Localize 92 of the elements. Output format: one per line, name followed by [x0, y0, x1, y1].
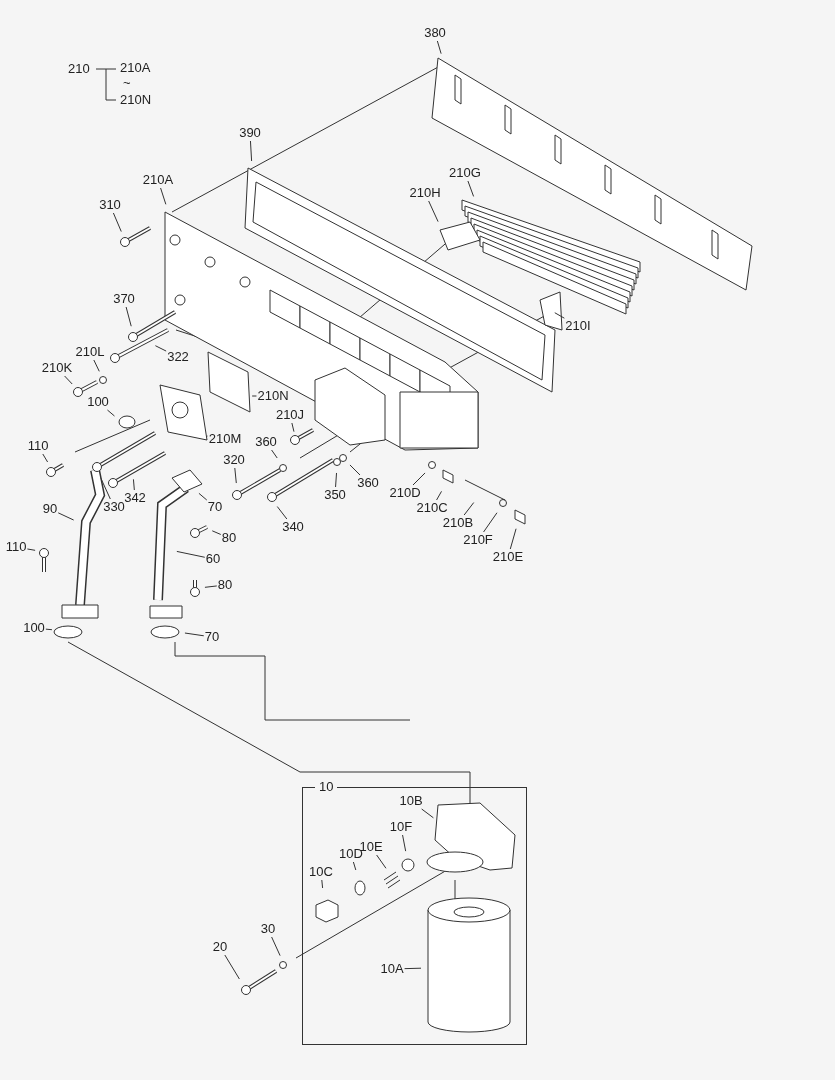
- callout-number: 60: [205, 552, 221, 566]
- leader-line: [483, 512, 498, 533]
- leader-line: [291, 422, 295, 433]
- callout-number: 210N: [120, 93, 152, 107]
- leader-line: [276, 506, 288, 520]
- callout-number: 360: [255, 435, 277, 449]
- leader-line: [106, 409, 115, 417]
- leader-line: [271, 449, 278, 459]
- leader-line: [112, 212, 122, 233]
- leader-line: [421, 808, 434, 819]
- callout-number: 210B: [442, 516, 474, 530]
- callout-number: 10B: [399, 794, 423, 808]
- callout-number: 70: [207, 500, 223, 514]
- callout-number: 80: [217, 578, 233, 592]
- leader-line: [352, 861, 357, 871]
- leader-line: [64, 375, 73, 385]
- callout-number: 10A: [380, 962, 404, 976]
- leader-line: [206, 435, 209, 437]
- callout-number: 210D: [389, 486, 421, 500]
- callout-number: 80: [221, 531, 237, 545]
- callout-number: 30: [260, 922, 276, 936]
- leader-line: [554, 312, 565, 319]
- leader-line: [45, 628, 53, 631]
- callout-number: 10F: [389, 820, 413, 834]
- callout-number: 210L: [75, 345, 105, 359]
- leader-line: [376, 854, 387, 869]
- leader-line: [211, 530, 222, 535]
- callout-number: 210G: [449, 166, 481, 180]
- callout-number: 390: [239, 126, 261, 140]
- callout-number: 330: [103, 500, 125, 514]
- leader-line: [100, 477, 111, 500]
- range-symbol: ~: [123, 76, 131, 90]
- leader-line: [204, 585, 218, 588]
- leader-line: [436, 40, 442, 55]
- callout-number: 210N: [257, 389, 289, 403]
- callout-number: 20: [212, 940, 228, 954]
- callout-number: 210K: [41, 361, 73, 375]
- callout-number: 70: [204, 630, 220, 644]
- callout-number: 210H: [409, 186, 441, 200]
- callout-number: 210: [68, 62, 90, 76]
- leader-line: [132, 478, 135, 491]
- callout-number: 210C: [416, 501, 448, 515]
- leader-line: [335, 472, 337, 488]
- callout-number: 10: [315, 780, 338, 794]
- leader-line: [154, 345, 167, 352]
- callout-number: 322: [167, 350, 189, 364]
- callout-number: 380: [424, 26, 446, 40]
- callout-number: 110: [5, 540, 27, 554]
- callout-number: 350: [324, 488, 346, 502]
- callout-number: 210E: [492, 550, 524, 564]
- callout-number: 210A: [120, 61, 151, 75]
- leader-line: [349, 464, 361, 476]
- leader-line: [93, 359, 100, 372]
- leader-line: [436, 490, 442, 501]
- leader-line: [402, 834, 407, 852]
- leader-line: [224, 954, 240, 980]
- leader-line: [404, 967, 422, 970]
- callout-number: 320: [223, 453, 245, 467]
- leader-line: [251, 395, 257, 397]
- leader-line: [234, 467, 237, 484]
- callout-number: 340: [282, 520, 304, 534]
- leader-line: [467, 180, 475, 197]
- leader-line: [321, 879, 324, 889]
- callout-number: 210J: [275, 408, 305, 422]
- callout-number: 210A: [142, 173, 174, 187]
- leader-line: [463, 502, 475, 516]
- leader-line: [42, 453, 49, 463]
- callout-number: 310: [99, 198, 121, 212]
- callout-number: 10C: [309, 865, 333, 879]
- leader-line: [249, 140, 253, 162]
- leader-line: [184, 632, 205, 637]
- callout-number: 110: [27, 439, 49, 453]
- leader-line: [26, 548, 36, 551]
- leader-line: [125, 306, 132, 327]
- leader-line: [412, 472, 426, 486]
- leader-line: [509, 528, 517, 550]
- leader-line: [271, 936, 281, 957]
- callout-number: 342: [124, 491, 146, 505]
- callout-number: 100: [23, 621, 45, 635]
- callout-number: 90: [42, 502, 58, 516]
- callout-number: 370: [113, 292, 135, 306]
- leader-line: [57, 512, 75, 521]
- leader-line: [160, 187, 167, 205]
- callout-number: 210M: [208, 432, 242, 446]
- leader-line: [176, 550, 206, 558]
- callout-number: 10D: [339, 847, 363, 861]
- callout-number: 210I: [565, 319, 591, 333]
- leader-line: [198, 492, 208, 501]
- callout-number: 360: [357, 476, 379, 490]
- leader-line: [428, 200, 439, 223]
- callout-number: 210F: [463, 533, 493, 547]
- callout-number: 100: [87, 395, 109, 409]
